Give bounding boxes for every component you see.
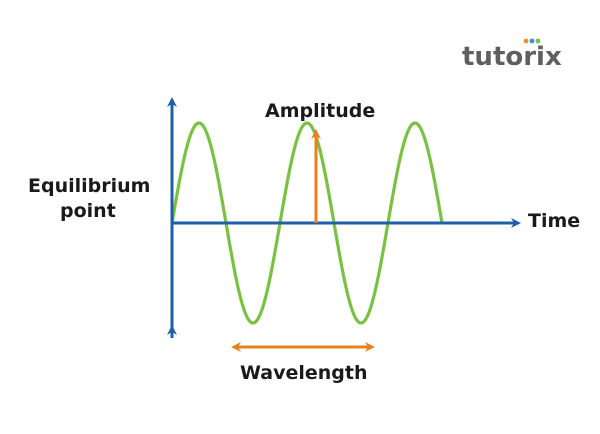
equilibrium-label-line1: Equilibrium: [28, 175, 150, 197]
wavelength-label: Wavelength: [240, 362, 368, 384]
equilibrium-label-line2: point: [60, 200, 116, 222]
logo-dot-blue: [529, 38, 535, 44]
logo-dot-green: [535, 38, 541, 44]
time-label: Time: [528, 210, 580, 232]
logo-dot-orange: [523, 38, 529, 44]
tutorix-logo: tutorix: [462, 38, 562, 72]
amplitude-label: Amplitude: [265, 100, 375, 122]
logo-text: tutorix: [462, 42, 562, 72]
sine-wave: [170, 121, 444, 325]
